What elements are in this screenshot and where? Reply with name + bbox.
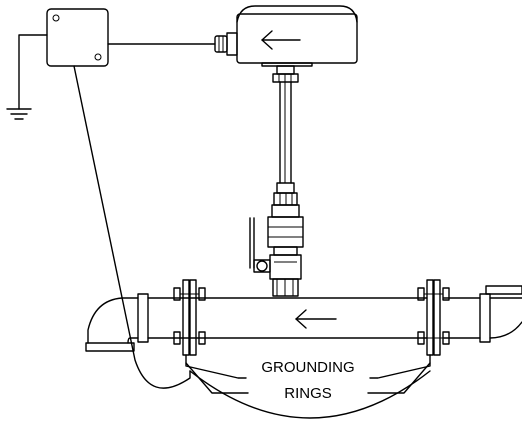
junction-box: [46, 8, 109, 67]
ground-wire: [73, 65, 191, 389]
left-elbow: [85, 293, 149, 352]
ground-symbol-icon: [6, 34, 48, 120]
compression-fitting: [273, 182, 298, 206]
grounding-label-line2: RINGS: [284, 385, 332, 402]
right-elbow: [479, 285, 522, 343]
transmitter-head: [214, 5, 358, 67]
flow-arrow-icon: [295, 309, 337, 329]
insertion-rod: [279, 81, 292, 184]
grounding-ring-leaders: [185, 354, 431, 394]
main-pipe: [147, 297, 481, 339]
right-flange: [417, 279, 450, 356]
bonding-wire: [189, 370, 431, 419]
grounding-label-line1: GROUNDING: [261, 359, 354, 376]
ball-valve: [267, 204, 304, 297]
valve-handle: [249, 217, 271, 273]
left-flange: [173, 279, 206, 356]
probe-fitting: [272, 65, 299, 83]
arrow-left-icon: [261, 30, 301, 50]
